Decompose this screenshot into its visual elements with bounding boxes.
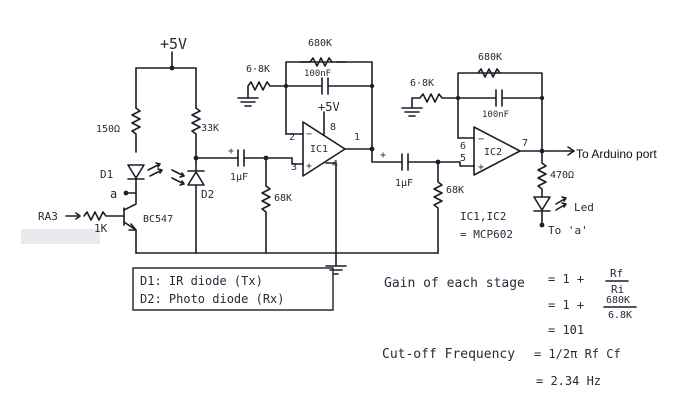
legend-line-1: D1: IR diode (Tx) [140, 274, 263, 288]
gain-notes: Gain of each stage = 1 + Rf Ri = 1 + 680… [384, 267, 637, 337]
r-fb1-label: 680K [308, 38, 332, 49]
pin-8: 8 [330, 122, 336, 133]
ic1-label: IC1 [310, 144, 328, 155]
pin-6: 6 [460, 141, 466, 152]
gain-label: Gain of each stage [384, 276, 525, 291]
r-pd-label: 33K [201, 123, 219, 134]
legend-line-2: D2: Photo diode (Rx) [140, 292, 285, 306]
resistor-68k-2: 68K [433, 159, 464, 254]
ri-label: Ri [611, 283, 624, 296]
svg-text:+: + [478, 162, 484, 173]
svg-text:+: + [380, 150, 386, 161]
cutoff-val: = 2.34 Hz [536, 374, 601, 388]
resistor-68k-1: 68K [261, 155, 292, 254]
led-label: Led [574, 201, 594, 214]
blank-mask [21, 229, 100, 244]
gain-eq1: = 1 + [548, 272, 584, 286]
svg-text:−: − [306, 129, 312, 140]
supply-rail: +5V [135, 35, 197, 109]
transistor-bc547: BC547 [123, 192, 173, 254]
cutoff-notes: Cut-off Frequency = 1/2π Rf Cf = 2.34 Hz [382, 347, 621, 388]
c-fb1-label: 100nF [304, 69, 331, 79]
ra3-label: RA3 [38, 210, 58, 223]
opamp-ic1: − + IC1 2 3 8 4 1 +5V [285, 100, 373, 254]
ic-part-1: IC1,IC2 [460, 210, 506, 223]
coupling-capacitor-2: + 1μF [369, 146, 461, 189]
n68-label: 6.8K [608, 310, 632, 321]
cutoff-label: Cut-off Frequency [382, 347, 515, 362]
r-fb2-label: 680K [478, 52, 502, 63]
pin-5: 5 [460, 153, 466, 164]
c-fb2-label: 100nF [482, 110, 509, 120]
resistor-150: 150Ω [96, 107, 141, 153]
gain-eq3: = 101 [548, 323, 584, 337]
svg-text:−: − [478, 134, 484, 145]
pin-1: 1 [354, 132, 360, 143]
n680-label: 680K [606, 295, 630, 306]
r-in1-label: 6·8K [246, 64, 270, 75]
ir-diode-d1: D1 a [100, 162, 163, 201]
ic2-label: IC2 [484, 147, 502, 158]
pin-4: 4 [332, 159, 338, 170]
opamp-ic2: − + IC2 6 5 7 [457, 126, 543, 176]
legend-box: D1: IR diode (Tx) D2: Photo diode (Rx) [132, 267, 334, 311]
output-label: To Arduino port [576, 147, 657, 161]
gain-eq2: = 1 + [548, 298, 584, 312]
coupling-capacitor-1: + 1μF [193, 146, 293, 183]
r-base-label: 1K [94, 222, 108, 235]
r68k-2-label: 68K [446, 185, 464, 196]
photo-diode-d2: D2 [171, 159, 214, 254]
svg-text:+: + [306, 161, 312, 172]
pin-7: 7 [522, 138, 528, 149]
to-a-label: To 'a' [548, 224, 588, 237]
r-tx-label: 150Ω [96, 124, 120, 135]
d1-label: D1 [100, 168, 113, 181]
ic-part-note: IC1,IC2 = MCP602 [460, 210, 513, 241]
pin-2: 2 [289, 132, 295, 143]
base-drive: RA3 1K [38, 210, 125, 235]
r68k-1-label: 68K [274, 193, 292, 204]
r-led-label: 470Ω [550, 170, 574, 181]
opamp-supply-label: +5V [318, 100, 340, 114]
c1-label: 1μF [230, 172, 248, 183]
ground-symbol [325, 265, 347, 275]
r-in2-label: 6·8K [410, 78, 434, 89]
c2-label: 1μF [395, 178, 413, 189]
resistor-33k: 33K [191, 107, 219, 161]
d2-label: D2 [201, 188, 214, 201]
supply-label: +5V [160, 35, 187, 53]
transistor-label: BC547 [143, 214, 173, 225]
output-stage: To Arduino port 470Ω Led To 'a' [533, 146, 657, 237]
rf-label: Rf [610, 267, 623, 280]
ic-part-2: = MCP602 [460, 228, 513, 241]
node-a-label: a [110, 187, 117, 201]
cutoff-eq: = 1/2π Rf Cf [534, 347, 621, 361]
pin-3: 3 [291, 162, 297, 173]
svg-text:+: + [228, 146, 234, 157]
feedback-ic2: 680K 100nF 6·8K [401, 52, 545, 152]
feedback-ic1: 680K 100nF 6·8K [237, 38, 375, 150]
